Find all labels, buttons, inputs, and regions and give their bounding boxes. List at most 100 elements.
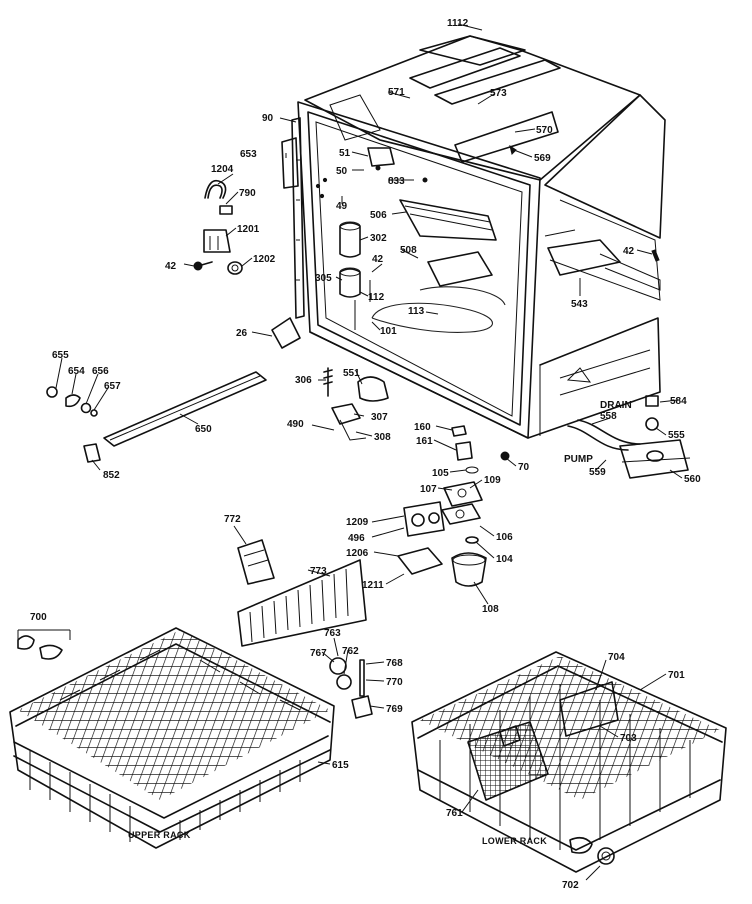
label-308: 308 <box>374 432 391 443</box>
rack-slide <box>237 539 275 585</box>
label-769: 769 <box>386 704 403 715</box>
valve-bracket <box>397 547 443 575</box>
latch-clip <box>83 443 101 463</box>
label-570: 570 <box>536 125 553 136</box>
pump-drain-parts <box>567 395 691 479</box>
label-655: 655 <box>52 350 69 361</box>
label-496: 496 <box>348 533 365 544</box>
upper-rack-caption: UPPER RACK <box>128 830 191 840</box>
label-702: 702 <box>562 880 579 891</box>
label-1209: 1209 <box>346 517 369 528</box>
label-101: 101 <box>380 326 397 337</box>
label-654: 654 <box>68 366 85 377</box>
label-773: 773 <box>310 566 327 577</box>
label-768: 768 <box>386 658 403 669</box>
label-107: 107 <box>420 484 437 495</box>
label-657: 657 <box>104 381 121 392</box>
label-508: 508 <box>400 245 417 256</box>
wheel <box>569 836 593 854</box>
leveling-leg <box>271 317 301 349</box>
label-506: 506 <box>370 210 387 221</box>
silverware-divider <box>237 559 367 647</box>
label-104: 104 <box>496 554 513 565</box>
label-772: 772 <box>224 514 241 525</box>
detergent-cup <box>339 222 361 258</box>
label-160: 160 <box>414 422 431 433</box>
drain-valve <box>403 501 445 537</box>
label-762: 762 <box>342 646 359 657</box>
label-113: 113 <box>408 306 425 317</box>
label-558: 558 <box>600 411 617 422</box>
wash-arm-cover <box>559 681 619 737</box>
label-559: 559 <box>589 467 606 478</box>
label-1201: 1201 <box>237 224 260 235</box>
label-701: 701 <box>668 670 685 681</box>
label-555: 555 <box>668 430 685 441</box>
label-543: 543 <box>571 299 588 310</box>
label-112: 112 <box>368 292 385 303</box>
lower-rack <box>411 651 727 873</box>
label-569: 569 <box>534 153 551 164</box>
label-761: 761 <box>446 808 463 819</box>
label-770: 770 <box>386 677 403 688</box>
pump-motor <box>451 552 487 587</box>
label-50: 50 <box>336 166 348 177</box>
door-latch-parts <box>46 371 267 463</box>
label-763: 763 <box>324 628 341 639</box>
label-833: 833 <box>388 176 405 187</box>
sump-valve-parts <box>323 367 510 587</box>
label-51: 51 <box>339 148 351 159</box>
hinge-bracket <box>547 239 621 276</box>
label-790: 790 <box>239 188 256 199</box>
label-573: 573 <box>490 88 507 99</box>
door-rail <box>103 371 267 447</box>
label-653: 653 <box>240 149 257 160</box>
label-700: 700 <box>30 612 47 623</box>
label-1202: 1202 <box>253 254 276 265</box>
label-1204: 1204 <box>211 164 234 175</box>
part-labels: 1112 571 573 570 569 90 653 51 50 833 49… <box>30 18 701 891</box>
pump-housing <box>619 439 689 479</box>
tub-assembly <box>297 35 666 439</box>
lower-rack-caption: LOWER RACK <box>482 836 547 846</box>
heater-module <box>399 199 497 241</box>
label-1206: 1206 <box>346 548 369 559</box>
label-571: 571 <box>388 87 405 98</box>
label-767: 767 <box>310 648 327 659</box>
label-49: 49 <box>336 201 348 212</box>
label-1211: 1211 <box>362 580 384 591</box>
label-105: 105 <box>432 468 449 479</box>
label-106: 106 <box>496 532 513 543</box>
upper-rack <box>9 627 335 849</box>
label-90: 90 <box>262 113 274 124</box>
label-551: 551 <box>343 368 360 379</box>
label-42b: 42 <box>372 254 384 265</box>
label-109: 109 <box>484 475 501 486</box>
label-560: 560 <box>684 474 701 485</box>
label-490: 490 <box>287 419 304 430</box>
label-26: 26 <box>236 328 248 339</box>
silverware-basket <box>468 722 548 800</box>
leader-lines <box>55 23 683 881</box>
label-650: 650 <box>195 424 212 435</box>
label-70: 70 <box>518 462 530 473</box>
label-306: 306 <box>295 375 312 386</box>
pump-label: PUMP <box>564 454 593 465</box>
label-42c: 42 <box>623 246 635 257</box>
label-852: 852 <box>103 470 120 481</box>
label-1112: 1112 <box>447 18 469 29</box>
label-305: 305 <box>315 273 332 284</box>
label-307: 307 <box>371 412 388 423</box>
label-703: 703 <box>620 733 637 744</box>
label-584: 584 <box>670 396 687 407</box>
fill-valve <box>203 229 231 253</box>
label-656: 656 <box>92 366 109 377</box>
label-42a: 42 <box>165 261 177 272</box>
label-161: 161 <box>416 436 433 447</box>
label-302: 302 <box>370 233 387 244</box>
drain-label: DRAIN <box>600 400 632 411</box>
label-615: 615 <box>332 760 349 771</box>
rack-accessories <box>17 539 615 865</box>
label-704: 704 <box>608 652 625 663</box>
